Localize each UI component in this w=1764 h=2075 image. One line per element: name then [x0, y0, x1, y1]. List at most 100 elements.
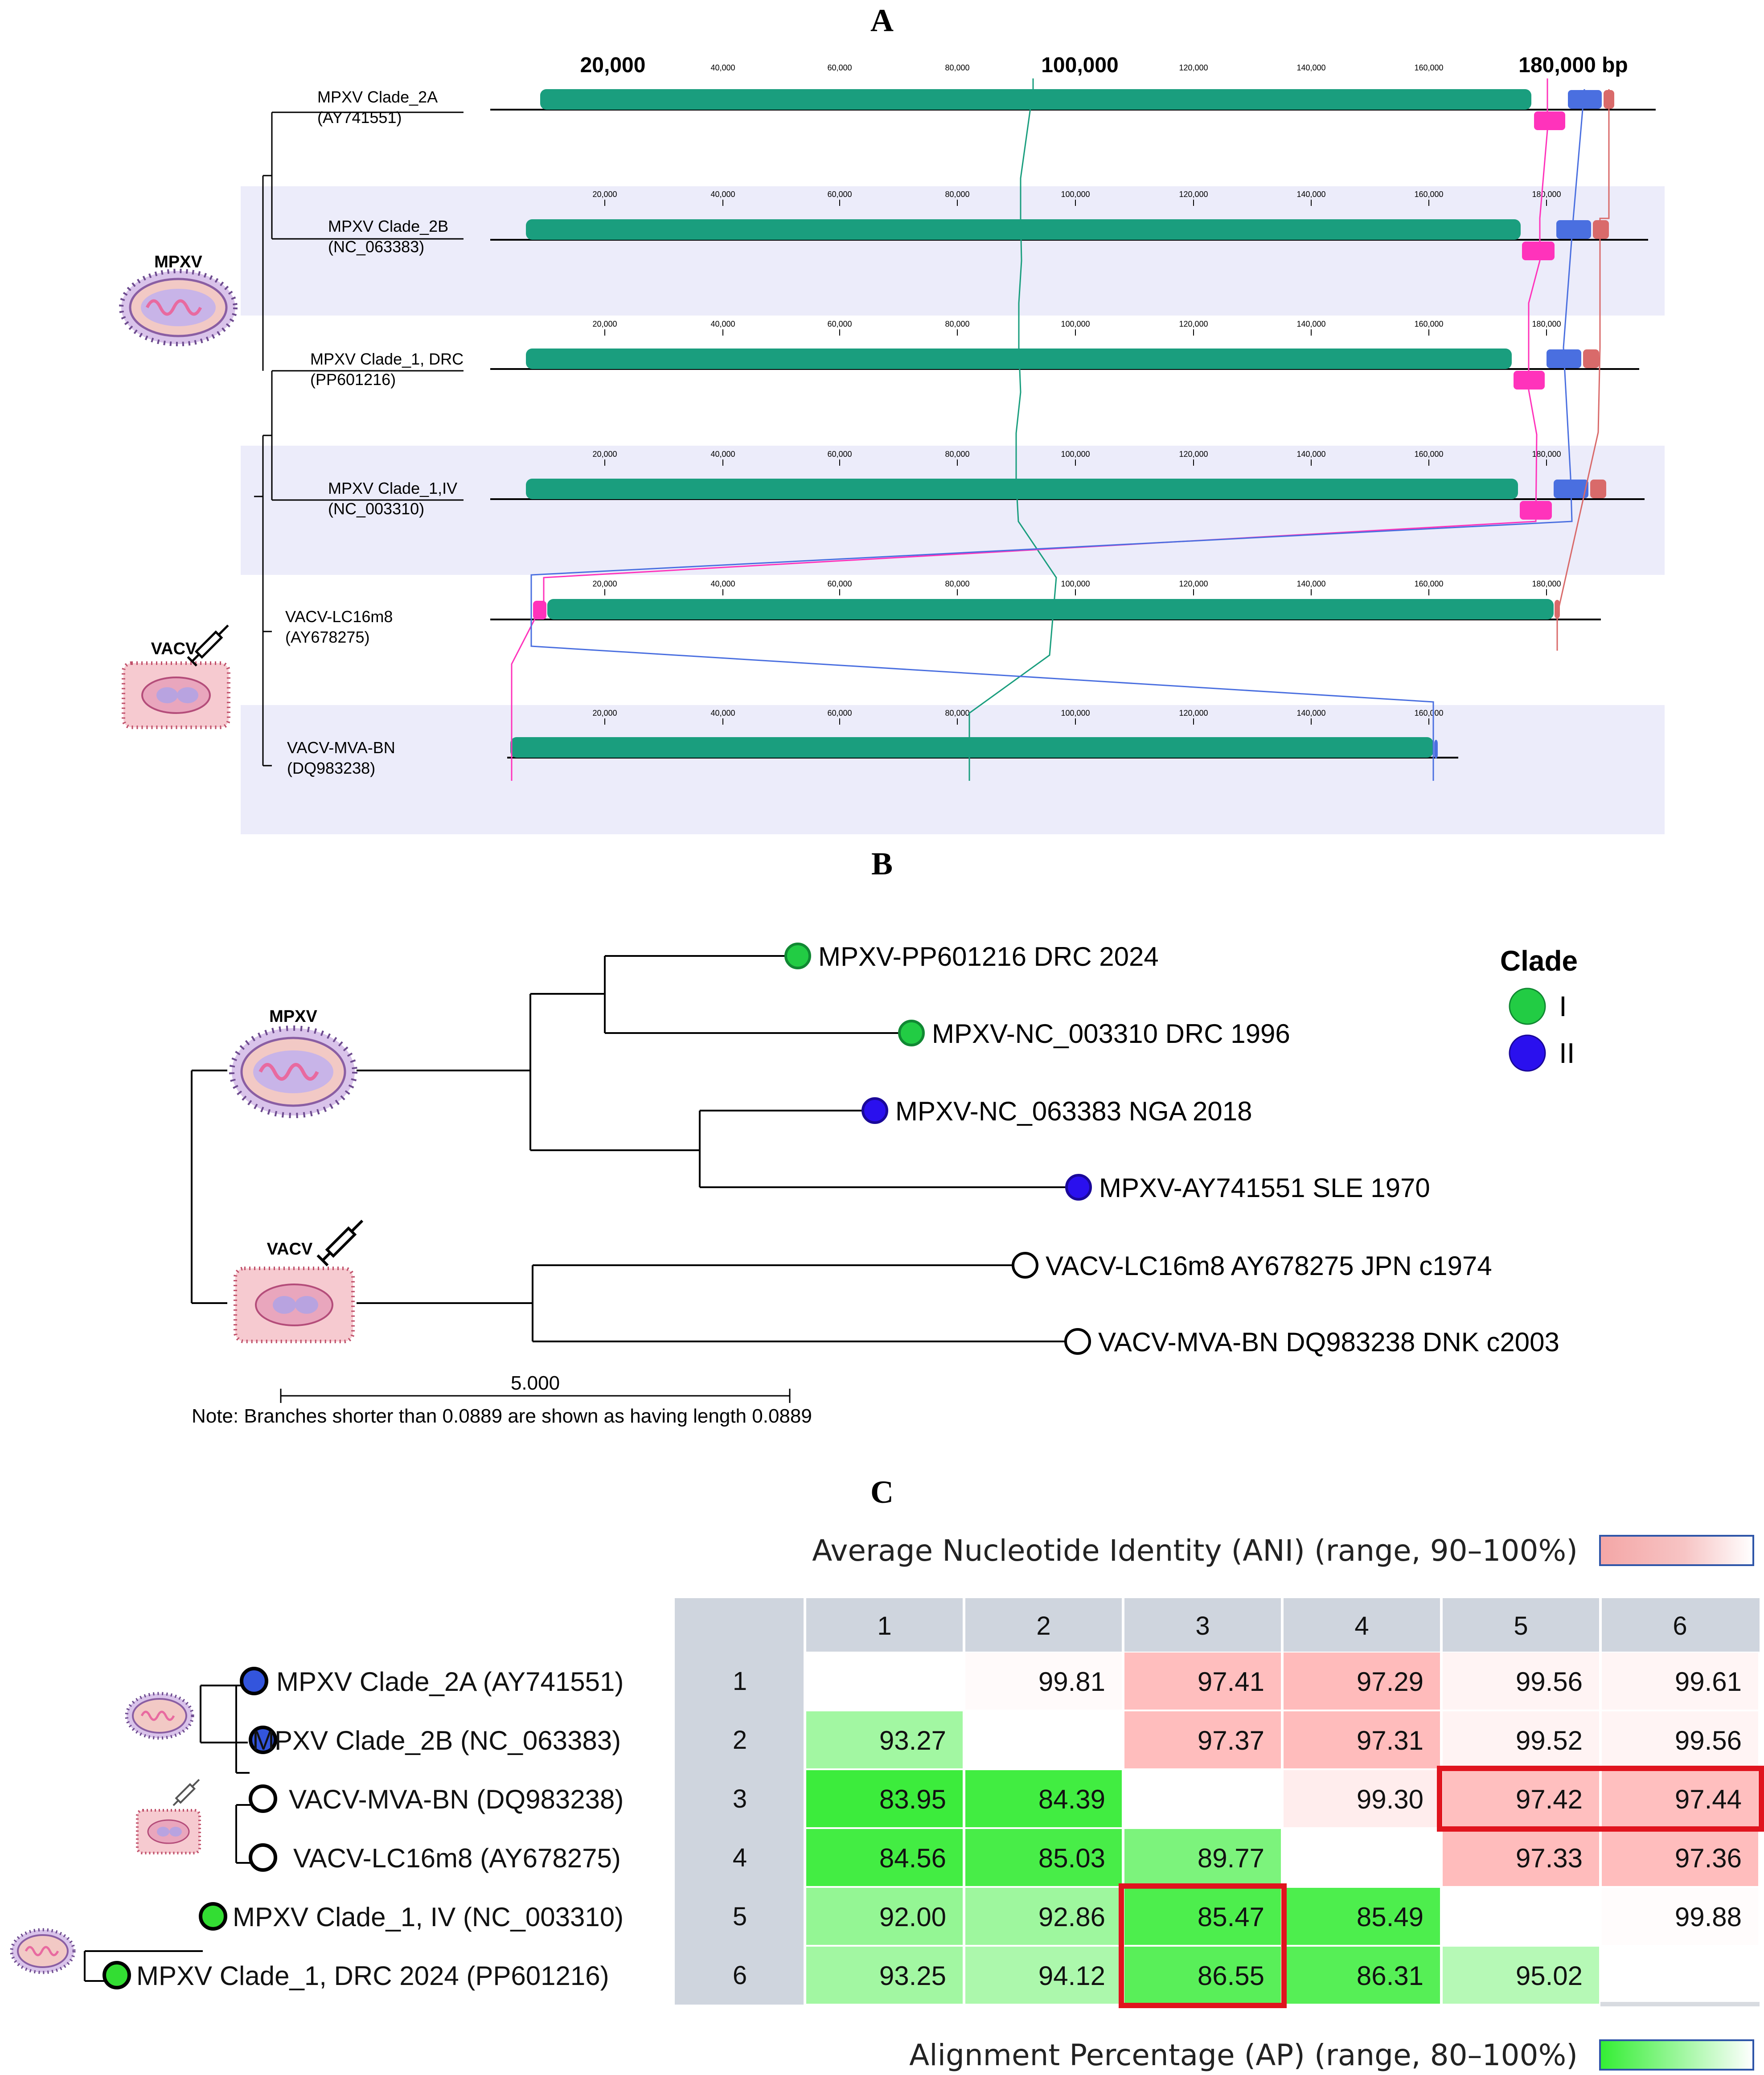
ruler-small-label: 180,000 [1532, 450, 1561, 459]
heatmap-cell [1124, 1947, 1281, 2004]
column-header: 1 [877, 1612, 891, 1640]
tree-leaf-label: VACV-MVA-BN DQ983238 DNK c2003 [1098, 1327, 1559, 1357]
heatmap-cell [1602, 1829, 1758, 1886]
lcb-block-red [1593, 220, 1609, 239]
tree-tip-marker [1064, 1328, 1091, 1355]
tree-tip-marker [898, 1020, 925, 1046]
heatmap-cell-value: 99.56 [1675, 1726, 1742, 1755]
heatmap-cell [1124, 1829, 1281, 1886]
ruler-small-label: 20,000 [592, 450, 617, 459]
ruler-small-label: 160,000 [1414, 190, 1443, 199]
ruler-small-label: 100,000 [1061, 320, 1090, 328]
heatmap-cell-value: 97.36 [1675, 1843, 1742, 1873]
ruler-small-label: 80,000 [945, 320, 969, 328]
ruler-small-label: 120,000 [1179, 190, 1208, 199]
heatmap-cell-value: 97.37 [1198, 1726, 1264, 1755]
ruler-big-label: 180,000 bp [1518, 53, 1628, 77]
ruler-small-label: 20,000 [592, 579, 617, 588]
ruler-small-label: 100,000 [1061, 709, 1090, 718]
column-header: 3 [1195, 1612, 1210, 1640]
panel-a-bands [241, 186, 1665, 834]
heatmap-cell [1284, 1711, 1440, 1768]
ruler-small-label: 180,000 [1532, 190, 1561, 199]
tree-leaf-label: MPXV-PP601216 DRC 2024 [818, 942, 1159, 972]
track-name: VACV-MVA-BN [287, 738, 395, 757]
heatmap-cell-value: 85.03 [1038, 1843, 1105, 1873]
tree-tip-marker [784, 943, 811, 969]
track-accession: (AY741551) [317, 108, 402, 127]
heatmap-cell-value: 92.00 [879, 1902, 946, 1932]
mpxv-virus-icon [119, 269, 238, 346]
highlight-box-ani [1437, 1766, 1764, 1832]
heatmap-cell-value: 97.44 [1675, 1784, 1742, 1814]
ap-color-scale [1599, 2039, 1754, 2071]
heatmap-cell [965, 1770, 1122, 1827]
syringe-icon [172, 1779, 200, 1806]
row-index: 5 [733, 1902, 747, 1931]
track-accession: (NC_063383) [328, 238, 424, 256]
lcb-block-blue [1568, 90, 1602, 109]
heatmap-cell [1124, 1711, 1281, 1768]
synteny-connector-line [530, 89, 1585, 781]
ruler-small-label: 40,000 [710, 63, 735, 72]
band-track-2 [241, 186, 1665, 316]
ruler-small-label: 40,000 [710, 320, 735, 328]
heatmap-cell-value: 99.56 [1516, 1667, 1583, 1697]
lcb-block-red [1583, 349, 1599, 368]
heatmap-cell-value: 85.49 [1357, 1902, 1424, 1932]
ruler-small-label: 140,000 [1296, 320, 1325, 328]
heatmap-cell-value: 99.61 [1675, 1667, 1742, 1697]
ruler-small-label: 80,000 [945, 450, 969, 459]
ruler-small-label: 120,000 [1179, 63, 1208, 72]
row-marker-dot [249, 1843, 277, 1872]
ruler-small-label: 20,000 [592, 709, 617, 718]
heatmap-cell [806, 1829, 963, 1886]
heatmap-cell-value: 99.81 [1038, 1667, 1105, 1697]
heatmap-cell-value: 85.47 [1198, 1902, 1264, 1932]
panel-b-letter: B [871, 846, 893, 882]
ruler-small-label: 160,000 [1414, 579, 1443, 588]
legend-swatch-clade-ii [1509, 1034, 1546, 1072]
row-label: MPXV Clade_2A (AY741551) [276, 1667, 624, 1697]
heatmap-cell [806, 1711, 963, 1768]
ruler-small-label: 60,000 [827, 450, 852, 459]
ruler-small-label: 140,000 [1296, 579, 1325, 588]
column-header: 4 [1354, 1612, 1369, 1640]
ruler-small-label: 80,000 [945, 63, 969, 72]
scale-bar-value: 5.000 [511, 1372, 560, 1394]
band-track-6 [241, 705, 1665, 834]
heatmap-cell [1602, 1653, 1758, 1710]
tree-tip-marker [1012, 1252, 1038, 1279]
lcb-block-main [547, 599, 1554, 619]
ruler-small-label: 120,000 [1179, 709, 1208, 718]
heatmap-cell-value: 89.77 [1198, 1843, 1264, 1873]
ruler-small-label: 160,000 [1414, 320, 1443, 328]
row-index: 4 [733, 1843, 747, 1872]
heatmap-cell-value: 95.02 [1516, 1961, 1583, 1991]
heatmap-cell [806, 1888, 963, 1945]
scale-note: Note: Branches shorter than 0.0889 are s… [192, 1405, 812, 1427]
row-label: MPXV Clade_1, DRC 2024 (PP601216) [136, 1961, 609, 1991]
ruler-small-label: 100,000 [1061, 190, 1090, 199]
tree-leaf-label: VACV-LC16m8 AY678275 JPN c1974 [1046, 1251, 1492, 1281]
ruler-big-label: 100,000 [1041, 53, 1119, 77]
vacv-virus-icon [122, 661, 230, 729]
heatmap-cell [1124, 1770, 1281, 1827]
track-name: MPXV Clade_1, DRC [310, 350, 464, 368]
ruler-small-label: 120,000 [1179, 450, 1208, 459]
row-label: MPXV Clade_2B (NC_063383) [252, 1726, 621, 1755]
heatmap-cell-value: 97.29 [1357, 1667, 1424, 1697]
ruler-small-label: 40,000 [710, 579, 735, 588]
mpxv-virus-icon [10, 1928, 76, 1974]
heatmap-cell [1284, 1947, 1440, 2004]
heatmap-cell-value: 97.31 [1357, 1726, 1424, 1755]
legend-title: Clade [1500, 945, 1578, 977]
heatmap-cell-value: 97.42 [1516, 1784, 1583, 1814]
mpxv-virus-icon [229, 1025, 357, 1118]
ruler-small-label: 40,000 [710, 450, 735, 459]
ruler-small-label: 140,000 [1296, 190, 1325, 199]
